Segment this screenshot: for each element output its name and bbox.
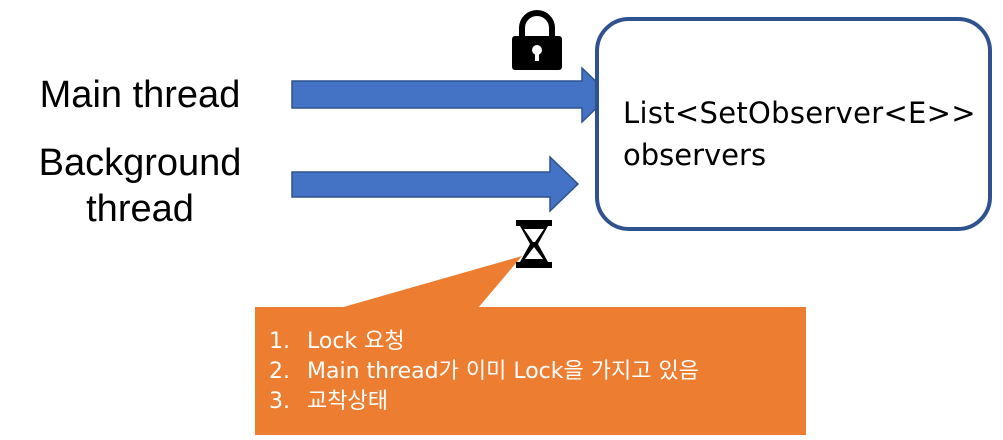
background-thread-label-line2: thread xyxy=(86,188,194,230)
hourglass-icon xyxy=(516,220,552,268)
callout-pointer xyxy=(340,256,522,308)
callout-step: 2. Main thread가 이미 Lock을 가지고 있음 xyxy=(269,357,699,387)
callout-step-text: Lock 요청 xyxy=(307,329,405,354)
observers-type-text: List<SetObserver<E>> xyxy=(623,96,976,130)
observers-list-box: List<SetObserver<E>> observers xyxy=(595,17,992,231)
observers-name-text: observers xyxy=(623,138,767,172)
lock-icon xyxy=(512,10,562,70)
deadlock-callout: 1. Lock 요청 2. Main thread가 이미 Lock을 가지고 있음… xyxy=(255,307,806,435)
main-thread-label: Main thread xyxy=(39,74,241,116)
callout-step-number: 3. xyxy=(269,389,290,414)
callout-step-number: 1. xyxy=(269,329,290,354)
callout-step-text: Main thread가 이미 Lock을 가지고 있음 xyxy=(307,359,699,384)
background-thread-arrow xyxy=(291,155,580,213)
background-thread-label-line1: Background xyxy=(38,142,242,184)
callout-steps-list: 1. Lock 요청 2. Main thread가 이미 Lock을 가지고 있음… xyxy=(269,327,699,417)
callout-step: 3. 교착상태 xyxy=(269,387,699,417)
callout-step-text: 교착상태 xyxy=(307,389,388,414)
callout-step: 1. Lock 요청 xyxy=(269,327,699,357)
main-thread-arrow xyxy=(291,66,612,124)
callout-step-number: 2. xyxy=(269,359,290,384)
